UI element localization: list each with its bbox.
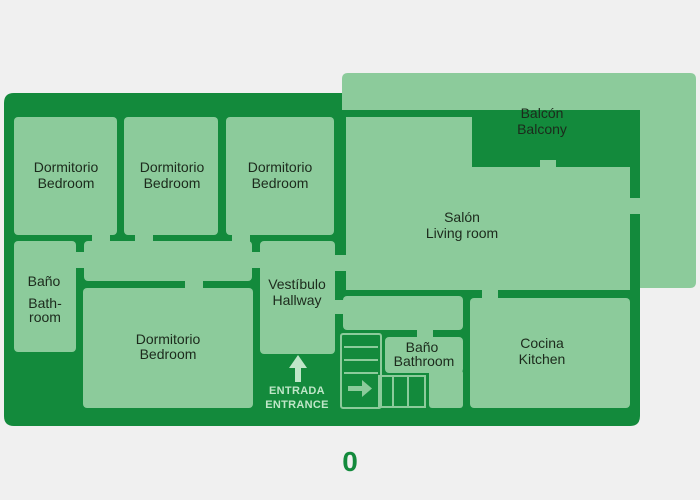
bedroom-3-label-en: Bedroom: [252, 175, 309, 191]
room-kitchen: [470, 298, 630, 408]
bedroom-4-label-en: Bedroom: [140, 346, 197, 362]
door-opening: [332, 300, 346, 314]
living-room-label-es: Salón: [444, 209, 480, 225]
kitchen-label-es: Cocina: [520, 335, 564, 351]
service-corridor: [343, 296, 463, 330]
arrow-up-icon: [289, 355, 307, 382]
balcony-area: [342, 73, 696, 288]
bathroom-left-label-en-1: Bath-: [28, 295, 62, 311]
bedroom-1-label-es: Dormitorio: [34, 159, 99, 175]
corridor: [84, 241, 252, 281]
bathroom-left-label-en-2: room: [29, 309, 61, 325]
room-bathroom-small-lower: [429, 370, 463, 408]
room-bedroom-2: [124, 117, 218, 235]
bedroom-3-label-es: Dormitorio: [248, 159, 313, 175]
door-opening: [482, 286, 498, 300]
door-opening: [74, 252, 88, 268]
room-bedroom-1: [14, 117, 117, 235]
room-hallway: [260, 241, 335, 354]
entrance-label-es: ENTRADA: [269, 385, 325, 397]
hallway-label-es: Vestíbulo: [268, 276, 326, 292]
room-bedroom-4: [83, 288, 253, 408]
room-living-room: [346, 117, 630, 290]
door-opening: [628, 198, 642, 214]
door-opening: [92, 232, 110, 244]
hallway-label-en: Hallway: [272, 292, 321, 308]
bedroom-2-label-en: Bedroom: [144, 175, 201, 191]
bathroom-small-label-es: Baño: [406, 339, 439, 355]
bathroom-left-label-es: Baño: [28, 273, 61, 289]
room-bathroom-small: [385, 337, 463, 373]
stairs-icon: [344, 346, 426, 408]
bedroom-4-label-es: Dormitorio: [136, 331, 201, 347]
balcony-label-es: Balcón: [521, 105, 564, 121]
door-opening: [332, 255, 346, 271]
balcony-label-en: Balcony: [517, 121, 567, 137]
room-bedroom-3: [226, 117, 334, 235]
room-bathroom-left: [14, 241, 76, 352]
floor-number: 0: [342, 446, 358, 477]
entrance-label-en: ENTRANCE: [265, 399, 329, 411]
door-opening: [417, 327, 433, 341]
kitchen-label-en: Kitchen: [519, 351, 566, 367]
stairs-arrow-icon: [348, 380, 372, 397]
door-opening: [232, 232, 250, 244]
bedroom-2-label-es: Dormitorio: [140, 159, 205, 175]
door-opening: [135, 232, 153, 244]
bedroom-1-label-en: Bedroom: [38, 175, 95, 191]
living-room-label-en: Living room: [426, 225, 498, 241]
door-opening: [540, 160, 556, 172]
door-opening: [185, 278, 203, 290]
stairs-block: [340, 333, 382, 409]
bathroom-small-label-en: Bathroom: [394, 353, 455, 369]
